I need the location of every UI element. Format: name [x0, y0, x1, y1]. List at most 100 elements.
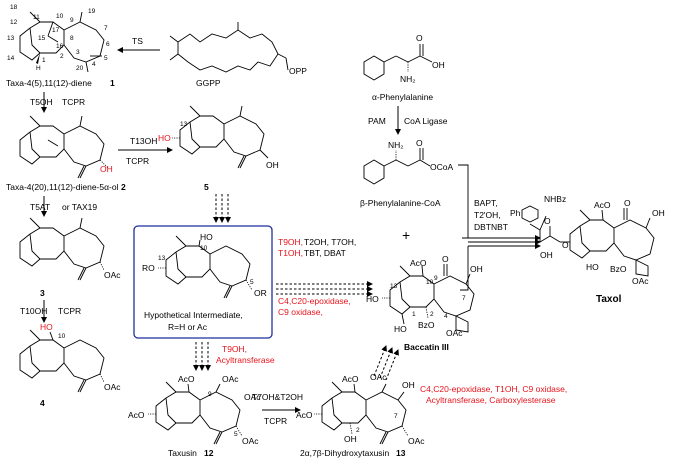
bphe-o: O — [416, 138, 423, 148]
taxol-ph: Ph — [510, 208, 521, 218]
c4-number: 4 — [40, 398, 45, 408]
taxol-aco: AcO — [594, 200, 611, 210]
dht-oac-1: OAc — [370, 372, 387, 382]
taxol-ho: HO — [586, 262, 599, 272]
bac-aco: AcO — [410, 258, 427, 268]
c3-oac: OAc — [104, 270, 121, 280]
taxadiene-number: 1 — [110, 78, 115, 88]
enzyme-dbtnbt: DBTNBT — [474, 222, 508, 232]
dht-oh-2: OH — [344, 434, 357, 444]
c5-ho: HO — [158, 133, 171, 143]
plus-sign: + — [402, 227, 410, 243]
dht-name: 2α,7β-Dihydroxytaxusin — [300, 448, 389, 458]
structure-taxol — [521, 205, 655, 277]
enzyme-red-main-1: T9OH, — [278, 237, 303, 247]
structure-phenylalanine — [363, 44, 433, 81]
c5-pos13: 13 — [180, 121, 188, 128]
bac-bzo: BzO — [418, 320, 435, 330]
taxusin-aco-1: AcO — [178, 374, 195, 384]
bac-ho-1: HO — [366, 294, 379, 304]
enzyme-or-tax19: or TAX19 — [62, 202, 97, 212]
bac-o: O — [442, 254, 449, 264]
enzyme-tcpr-1: TCPR — [62, 97, 85, 107]
enzyme-t7oh-t2oh: T7OH&T2OH — [252, 392, 303, 402]
ring-num-13: 13 — [7, 35, 15, 42]
taxol-oac: OAc — [632, 276, 649, 286]
bac-pos7: 7 — [462, 295, 466, 302]
ring-num-14: 14 — [7, 55, 15, 62]
taxusin-oac-2: OAc — [244, 392, 261, 402]
c4-oac: OAc — [104, 382, 121, 392]
enzyme-red-down-1: T9OH, — [222, 344, 247, 354]
bphe-nh2: NH₂ — [388, 140, 404, 150]
ring-num-16: 16 — [56, 43, 64, 50]
enzyme-bapt: BAPT, — [474, 198, 498, 208]
intermediate-ho: HO — [200, 232, 213, 242]
taxadienol-name: Taxa-4(20),11(12)-diene-5α-ol — [6, 182, 119, 192]
bac-oh-1: OH — [470, 264, 483, 274]
enzyme-t2-oh: T2'OH, — [474, 210, 501, 220]
intermediate-pos5: 5 — [250, 279, 254, 286]
dht-pos2: 2 — [356, 427, 360, 434]
enzyme-black-main-1: T2OH, T7OH, — [304, 237, 356, 247]
ring-num-7: 7 — [104, 25, 108, 32]
taxol-bzo: BzO — [610, 264, 627, 274]
bac-pos9: 9 — [434, 275, 438, 282]
darrow-13-bac-c — [385, 349, 399, 381]
enzyme-coa-ligase: CoA Ligase — [404, 116, 448, 126]
dht-oh-1: OH — [402, 380, 415, 390]
ring-num-11: 11 — [33, 14, 40, 21]
c5-number: 5 — [204, 182, 209, 192]
connector-baccatin — [460, 246, 469, 291]
structure-beta-phe-coa — [363, 148, 431, 185]
taxadienol-oh: OH — [100, 164, 113, 174]
bac-name: Baccatin III — [404, 342, 449, 352]
enzyme-pam: PAM — [368, 116, 386, 126]
bphe-ocoa: OCoA — [430, 162, 453, 172]
dht-aco-1: AcO — [342, 374, 359, 384]
taxusin-number: 12 — [204, 448, 214, 458]
ring-num-19: 19 — [88, 8, 96, 15]
intermediate-box — [133, 225, 273, 339]
dht-pos7: 7 — [394, 413, 398, 420]
taxol-o-3: O — [562, 240, 569, 250]
phe-oh: OH — [432, 60, 445, 70]
taxadienol-number: 2 — [121, 182, 126, 192]
bac-pos13: 13 — [390, 283, 398, 290]
enzyme-red-up-1: C4,C20-epoxidase, T1OH, C9 oxidase, — [420, 384, 567, 394]
phe-name: α-Phenylalanine — [372, 92, 433, 102]
phe-nh2: NH₂ — [400, 74, 416, 84]
c5-oh: OH — [266, 160, 279, 170]
enzyme-t5at: T5AT — [30, 202, 50, 212]
taxadiene-name: Taxa-4(5),11(12)-diene — [6, 78, 92, 88]
darrow-13-bac-a — [373, 345, 387, 377]
ring-num-17: 17 — [52, 27, 60, 34]
intermediate-title: Hypothetical Intermediate, — [144, 310, 243, 320]
ring-num-9: 9 — [70, 17, 74, 24]
ggpp-opp: OPP — [289, 66, 307, 76]
structure-compound-4 — [19, 329, 105, 393]
enzyme-black-main-2: TBT, DBAT — [304, 248, 346, 258]
ring-num-20: 20 — [76, 65, 84, 72]
phe-o: O — [416, 33, 423, 43]
enzyme-red-main-2: T1OH, — [278, 248, 303, 258]
ring-num-8: 8 — [70, 35, 74, 42]
ring-num-H: H — [36, 65, 41, 72]
ring-num-15: 15 — [38, 35, 46, 42]
structure-baccatin — [382, 264, 475, 333]
c3-number: 3 — [40, 288, 45, 298]
bac-oac: OAc — [446, 328, 463, 338]
taxol-nhbz: NHBz — [544, 194, 566, 204]
taxusin-oac-3: OAc — [242, 436, 259, 446]
c4-pos10: 10 — [58, 333, 66, 340]
taxusin-oac-1: OAc — [222, 374, 239, 384]
enzyme-red-down-2: Acyltransferase — [216, 355, 275, 365]
connector-bphe — [458, 164, 469, 239]
dht-aco-2: AcO — [296, 410, 313, 420]
bac-pos10: 10 — [426, 279, 434, 286]
intermediate-ro: RO — [142, 263, 155, 273]
enzyme-tcpr-3: TCPR — [58, 306, 81, 316]
enzyme-t13oh: T13OH — [130, 136, 157, 146]
enzyme-tcpr-4: TCPR — [264, 416, 287, 426]
